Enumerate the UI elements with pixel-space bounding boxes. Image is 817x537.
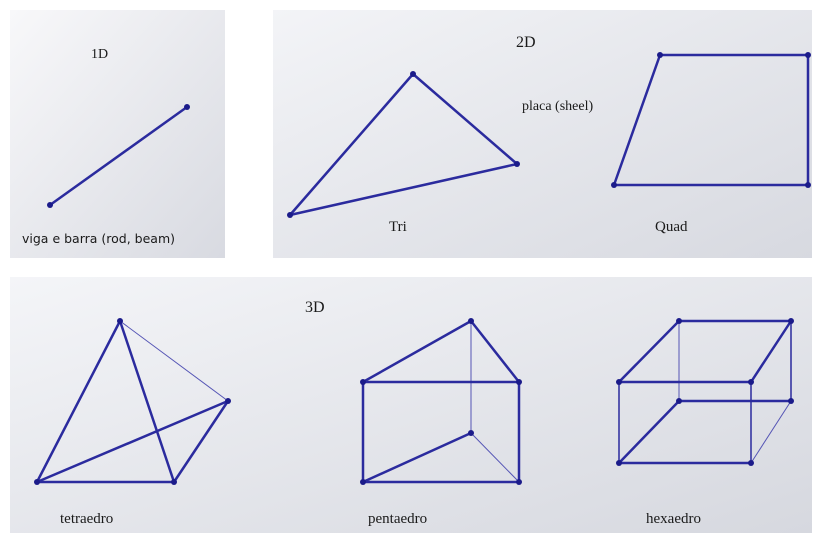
panel-3d-title: 3D xyxy=(305,299,325,316)
tri-caption: Tri xyxy=(389,219,407,235)
tri-node xyxy=(410,71,416,77)
panel-2d-subtitle: placa (sheel) xyxy=(522,99,594,114)
panel-1d: 1D viga e barra (rod, beam) xyxy=(10,10,225,258)
hexa-node xyxy=(788,318,794,324)
quad-node xyxy=(805,182,811,188)
tetra-edge xyxy=(35,319,122,484)
hexa-edge xyxy=(617,399,681,465)
hexa-element xyxy=(616,318,794,466)
hexa-node xyxy=(748,379,754,385)
hexa-edge xyxy=(617,319,681,384)
tri-node xyxy=(287,212,293,218)
penta-node xyxy=(360,479,366,485)
beam-element xyxy=(47,104,190,208)
hexa-edge xyxy=(749,319,793,384)
hexa-node xyxy=(676,398,682,404)
hexa-hidden-edge xyxy=(750,400,792,464)
beam-node xyxy=(184,104,190,110)
hexa-node xyxy=(676,318,682,324)
penta-edge xyxy=(469,319,521,384)
quad-element xyxy=(611,52,811,188)
panel-1d-background xyxy=(10,10,225,258)
penta-edge xyxy=(361,431,473,484)
tetra-node xyxy=(171,479,177,485)
tetra-node xyxy=(117,318,123,324)
panel-2d-background xyxy=(273,10,812,258)
tetra-edge xyxy=(118,319,176,484)
quad-node xyxy=(611,182,617,188)
panel-3d: 3D tetraedro pentaedro hexaedro xyxy=(10,277,812,533)
panel-2d-canvas xyxy=(273,10,812,258)
tetra-node xyxy=(34,479,40,485)
beam-node xyxy=(47,202,53,208)
quad-node xyxy=(657,52,663,58)
quad-caption: Quad xyxy=(655,219,688,235)
tetra-edge xyxy=(35,399,230,484)
penta-node xyxy=(516,379,522,385)
panel-1d-caption: viga e barra (rod, beam) xyxy=(22,231,175,246)
penta-caption: pentaedro xyxy=(368,511,428,527)
tri-element xyxy=(287,71,520,218)
panel-2d: 2D placa (sheel) Tri Quad xyxy=(273,10,812,258)
penta-edge xyxy=(361,319,473,384)
penta-node xyxy=(468,430,474,436)
tri-edges xyxy=(288,72,519,217)
panel-1d-title: 1D xyxy=(91,47,109,62)
tetra-hidden-edge xyxy=(119,320,229,402)
hexa-node xyxy=(616,460,622,466)
panel-1d-canvas xyxy=(10,10,225,258)
tetra-node xyxy=(225,398,231,404)
hexa-node xyxy=(748,460,754,466)
panel-3d-canvas xyxy=(10,277,812,533)
tetra-caption: tetraedro xyxy=(60,511,114,527)
tetra-edge xyxy=(172,399,230,484)
penta-node xyxy=(468,318,474,324)
penta-node xyxy=(516,479,522,485)
quad-node xyxy=(805,52,811,58)
hexa-node xyxy=(788,398,794,404)
panel-2d-title: 2D xyxy=(516,34,536,51)
penta-node xyxy=(360,379,366,385)
penta-hidden-edge xyxy=(470,432,520,483)
tri-node xyxy=(514,161,520,167)
panel-3d-background xyxy=(10,277,812,533)
hexa-node xyxy=(616,379,622,385)
hexa-caption: hexaedro xyxy=(646,511,701,527)
penta-element xyxy=(360,318,522,485)
beam-edge xyxy=(49,105,188,207)
tetra-element xyxy=(34,318,231,485)
